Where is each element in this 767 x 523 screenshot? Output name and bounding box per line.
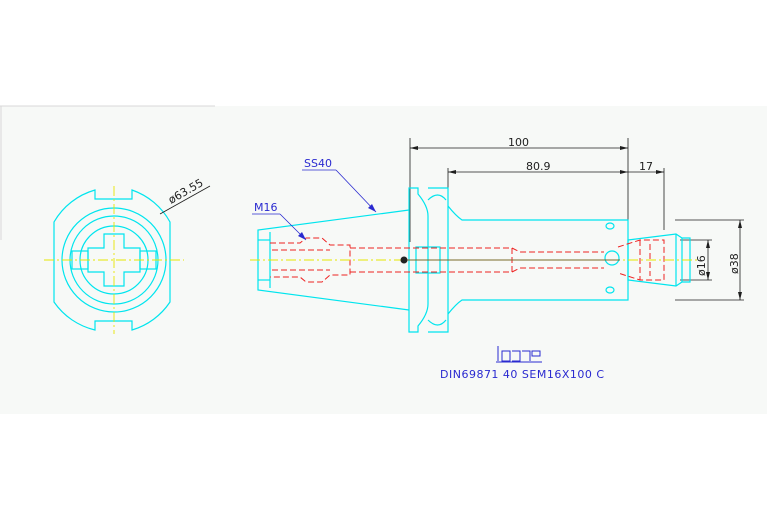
dim-dia-bore: ø16	[695, 255, 708, 276]
bore-entry-dot	[400, 256, 408, 264]
dim-length-total: 100	[508, 136, 529, 149]
dim-length-mid: 80.9	[526, 160, 551, 173]
callout-arrows	[298, 204, 376, 240]
radial-hole	[604, 250, 620, 266]
dimension-arrows	[410, 146, 742, 300]
side-hole-bottom	[605, 286, 615, 294]
flange-outline	[53, 189, 171, 331]
callout-thread: M16	[254, 201, 278, 214]
cross-clamp	[87, 233, 141, 287]
brand-logo	[496, 346, 542, 363]
dim-length-tip: 17	[639, 160, 653, 173]
side-hole-top	[605, 222, 615, 230]
callout-taper: SS40	[304, 157, 332, 170]
end-view-centerlines	[44, 186, 184, 334]
clamp-nut	[627, 233, 691, 287]
designation: DIN69871 40 SEM16X100 C	[440, 368, 605, 381]
flange	[408, 187, 429, 333]
dim-dia-body: ø38	[728, 253, 741, 274]
flange-dia-leader	[159, 185, 211, 215]
